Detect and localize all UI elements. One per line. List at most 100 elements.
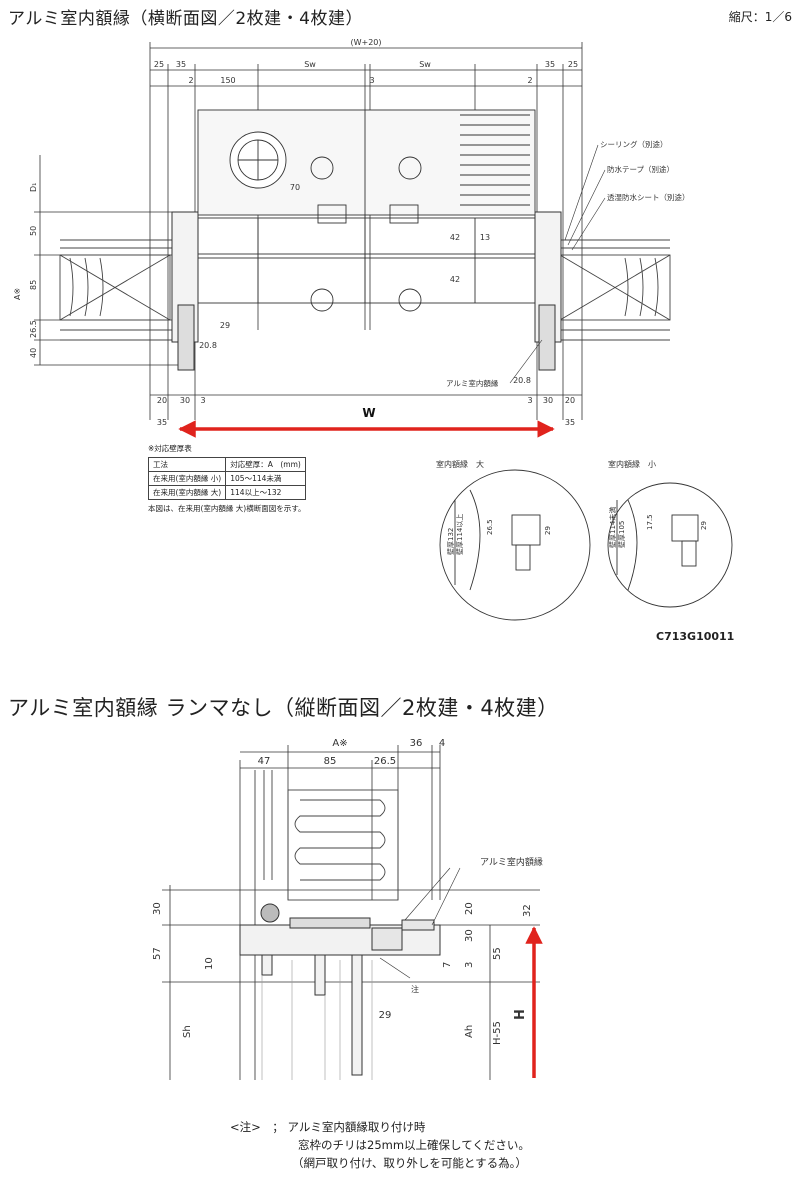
dim-Ah: Ah [464,1025,475,1038]
dim-left-35: 35 [176,60,186,69]
dim-47: 47 [258,756,271,767]
dim-29: 29 [220,321,230,330]
dim-30b: 30 [464,929,475,942]
dim-rb-20: 20 [565,396,575,405]
dim-Sh: Sh [182,1025,193,1038]
dim-70: 70 [290,183,300,192]
dim-sw-right: Sw [419,60,431,69]
dim-20-8-right: 20.8 [513,376,531,385]
dim-left-150: 150 [220,76,235,85]
detail-large-dim-3: 29 [544,526,552,535]
dim-20-8-left: 20.8 [199,341,217,350]
dim-57: 57 [152,947,163,960]
dim-b-3: 3 [200,396,205,405]
dim-right-2: 2 [527,76,532,85]
dim-42b: 42 [450,275,460,284]
install-note: <注> ； アルミ室内額縁取り付け時 窓枠のチリは25mm以上確保してください。… [230,1118,530,1172]
detail-large-dim-1: 壁厚114以上 [455,514,464,555]
sash-body [261,960,373,1080]
dim-13: 13 [480,233,490,242]
dim-left-2: 2 [188,76,193,85]
note-line-2: 窓枠のチリは25mm以上確保してください。 [298,1138,530,1152]
table-header-method: 工法 [147,457,227,472]
dim-D1: D₁ [29,183,38,192]
dim-55: 55 [492,947,503,960]
table-cell: 在来用(室内額縁 小) [147,471,227,486]
scale-label: 縮尺：1／6 [728,10,792,24]
wall-left [59,239,178,341]
dim-H: H [513,1009,528,1020]
dim-7: 7 [442,962,453,968]
dim-85-bottom: 85 [324,756,337,767]
note-label: <注> ； [230,1120,284,1134]
detail-small [607,482,733,608]
dim-3-bottom: 3 [464,962,475,968]
table-footnote: 本図は、在来用(室内額縁 大)横断面図を示す。 [148,504,306,513]
table-cell: 在来用(室内額縁 大) [147,485,227,500]
dim-A: A※ [13,288,22,300]
dimension-lines [34,42,583,420]
detail-small-dim-1: 壁厚105 [617,521,626,548]
detail-large-dim-2: 26.5 [486,519,494,535]
frame-profile [239,903,441,1076]
page-title-vertical: アルミ室内額縁 ランマなし（縦断面図／2枚建・4枚建） [8,696,559,720]
dim-W: W [362,406,375,420]
dim-sw-left: Sw [304,60,316,69]
dim-rb-3: 3 [527,396,532,405]
window-frame-left [171,211,199,371]
detail-large-title: 室内額縁 大 [436,459,484,469]
dim-H-55: H-55 [492,1021,503,1045]
dim-A-bottom: A※ [332,738,347,749]
dim-40: 40 [29,348,38,358]
dim-29-bottom: 29 [379,1010,392,1021]
wall-thickness-table: ※対応壁厚表 工法 対応壁厚：A (mm) 在来用(室内額縁 小) 105〜11… [147,443,306,514]
horizontal-section-drawing: (W+20) 25 35 2 150 Sw 3 Sw 2 35 25 70 42… [13,38,733,621]
table-row: 在来用(室内額縁 大) 114以上〜132 [147,485,306,500]
dim-b-20: 20 [157,396,167,405]
table-header-thickness: 対応壁厚：A (mm) [225,457,306,472]
dim-50: 50 [29,226,38,236]
label-aluminum-frame: アルミ室内額縁 [446,378,499,388]
dim-overall: (W+20) [350,38,381,47]
detail-small-dim-2: 17.5 [646,514,654,530]
dim-42a: 42 [450,233,460,242]
window-frame-right [534,211,562,371]
detail-small-dim-3: 29 [700,521,708,530]
dim-26-5-bottom: 26.5 [374,756,396,767]
table-heading: ※対応壁厚表 [148,444,192,453]
note-line-1: アルミ室内額縁取り付け時 [287,1120,426,1134]
dim-right-25: 25 [568,60,578,69]
dim-32: 32 [522,904,533,917]
dim-26-5: 26.5 [29,320,38,338]
dim-right-35: 35 [545,60,555,69]
detail-large-dim-0: 壁厚132 [446,528,455,555]
drawing-code: C713G10011 [656,630,735,643]
table-cell: 114以上〜132 [225,485,306,500]
dim-center-3: 3 [369,76,374,85]
detail-large [439,469,591,621]
dim-b-30: 30 [180,396,190,405]
dim-20-bottom: 20 [464,902,475,915]
label-sealing: シーリング（別途） [600,139,668,149]
detail-small-dim-0: 壁厚114未満 [608,507,617,548]
dimension-lines-bottom [162,745,540,1080]
table-row: 在来用(室内額縁 小) 105〜114未満 [147,471,306,486]
label-moisture-sheet: 透湿防水シート（別途） [607,192,690,202]
note-line-3: （網戸取り付け、取り外しを可能とする為。） [292,1156,527,1170]
dim-10: 10 [204,957,215,970]
dim-rb-30: 30 [543,396,553,405]
page-title-horizontal: アルミ室内額縁（横断面図／2枚建・4枚建） [8,9,363,29]
wall-right [552,239,671,341]
dim-b-35-left: 35 [157,418,167,427]
label-waterproof-tape: 防水テープ（別途） [607,164,674,174]
dim-85: 85 [29,280,38,290]
dim-4: 4 [439,738,445,749]
dim-chuu: 注 [411,984,419,994]
dim-36: 36 [410,738,423,749]
sashes [197,109,536,312]
dim-left-25: 25 [154,60,164,69]
dim-rb-35: 35 [565,418,575,427]
table-cell: 105〜114未満 [225,471,306,486]
label-aluminum-frame-bottom: アルミ室内額縁 [480,856,543,868]
vertical-section-drawing: A※ 36 4 47 85 26.5 29 注 アルミ室内額縁 30 57 10… [152,738,543,1080]
